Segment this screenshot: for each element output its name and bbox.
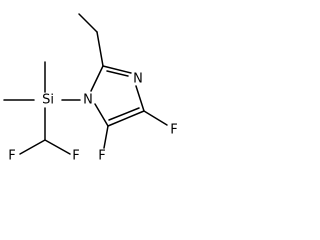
bond-ethyl-ch2-c2 xyxy=(96,31,104,67)
atom-fluorine-chf2-left: F xyxy=(8,149,15,164)
atom-labels: Si N N F F F F xyxy=(8,72,177,164)
bond-c4-c5 xyxy=(107,110,145,127)
bond-chf2-f-right xyxy=(44,139,71,155)
atom-fluorine-c5: F xyxy=(98,149,105,164)
bonds xyxy=(3,13,168,155)
bond-chf2-f-left xyxy=(19,139,46,155)
bond-c5-n1 xyxy=(94,103,109,127)
bond-c5-f xyxy=(103,125,109,149)
atom-nitrogen-3: N xyxy=(133,72,143,87)
bond-c2-n3 xyxy=(102,65,132,74)
bond-ethyl-ch3-ch2 xyxy=(78,13,98,33)
chemical-structure: Si N N F F F F xyxy=(3,13,178,164)
bond-c4-f xyxy=(143,110,168,126)
bond-c2-n1 xyxy=(90,65,104,92)
bond-n3-c4 xyxy=(135,85,145,112)
bond-c4-c5-double xyxy=(108,107,140,121)
atom-silicon: Si xyxy=(42,93,54,108)
atom-fluorine-chf2-right: F xyxy=(72,149,79,164)
bond-c2-n3-double xyxy=(106,70,129,77)
atom-fluorine-c4: F xyxy=(170,123,177,138)
atom-nitrogen-1: N xyxy=(83,93,93,108)
